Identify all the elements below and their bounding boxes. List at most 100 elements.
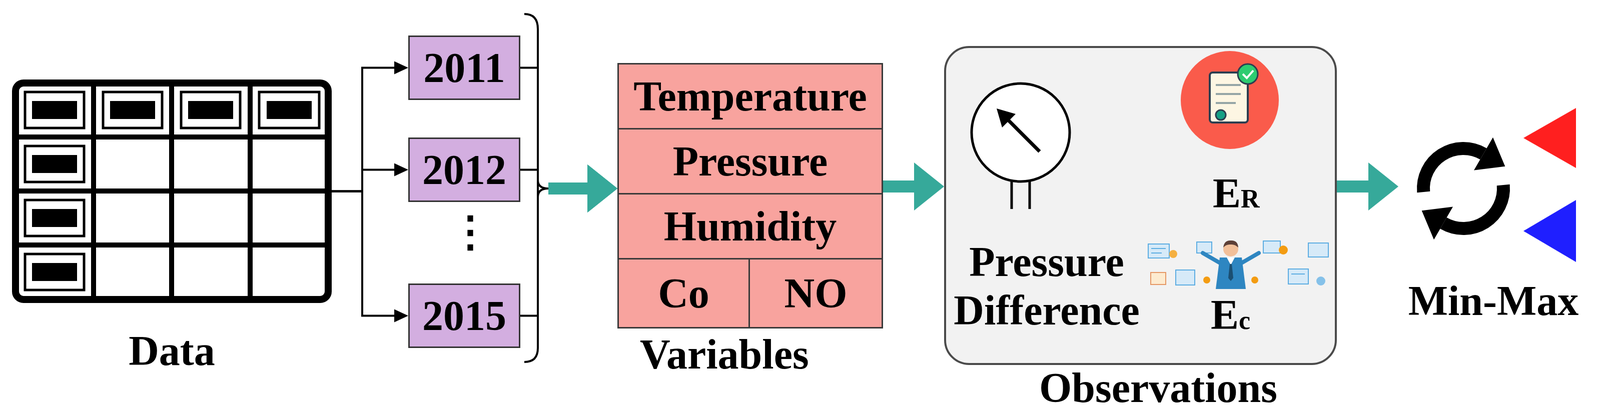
- node-heading: Observations: [1039, 367, 1278, 410]
- year-box: 2011: [408, 35, 521, 101]
- person-tie: [1228, 264, 1234, 282]
- sync-arrowhead: [1473, 137, 1505, 171]
- flow-arrow-shaft: [548, 182, 589, 195]
- connector-line: [331, 68, 403, 192]
- connector-head: [394, 309, 409, 323]
- variable-label: Temperature: [628, 75, 873, 118]
- small-icon: [1148, 244, 1170, 259]
- sync-arc: [1423, 148, 1484, 193]
- small-icon: [1263, 241, 1281, 254]
- table-rule: [15, 134, 329, 140]
- small-dot: [1316, 276, 1326, 286]
- document-sheet: [1209, 72, 1248, 123]
- curly-brace: [524, 14, 549, 363]
- person-arm: [1239, 253, 1259, 265]
- ellipsis-mark: ⋮: [449, 211, 492, 254]
- flow-arrow: [520, 68, 618, 214]
- node-heading: Data: [12, 330, 332, 373]
- flow-arrow-head: [587, 164, 618, 213]
- document-line: [1215, 102, 1236, 105]
- min-triangle: [1523, 200, 1576, 263]
- connector-head: [394, 61, 409, 75]
- header-block: [188, 101, 234, 120]
- label-holder: ⋮: [449, 211, 480, 254]
- variable-label: NO: [779, 272, 853, 315]
- check-circle: [1237, 64, 1258, 85]
- gauge-stem: [1028, 179, 1032, 210]
- person-arm: [1202, 253, 1222, 265]
- analyst-illustration: [1148, 240, 1329, 290]
- flow-arrow-head: [1368, 162, 1399, 211]
- gauge-stem: [1010, 179, 1014, 210]
- variables-block: VariablesTemperaturePressureHumidityCoNO: [617, 63, 884, 329]
- flow-arrow: [520, 164, 618, 317]
- connector-line: [331, 191, 403, 317]
- variable-label: Pressure: [667, 140, 834, 183]
- year-label: 2015: [417, 295, 512, 338]
- brace-line: [520, 170, 538, 190]
- split-arrow: [331, 61, 409, 192]
- year-box: 2012: [408, 137, 521, 203]
- document-line: [1215, 84, 1241, 87]
- max-triangle: [1523, 108, 1576, 169]
- energy-symbol: ER: [1212, 172, 1260, 215]
- label-holder: Ec: [1210, 294, 1251, 337]
- gauge-label: Pressure Difference: [949, 238, 1145, 335]
- min-max-icon: Min-Max: [1398, 107, 1589, 278]
- connector-line: [331, 170, 403, 192]
- header-cell-frame: [259, 92, 320, 129]
- variable-cell: NO: [748, 258, 884, 329]
- flow-arrow-head: [914, 162, 945, 211]
- table-rule: [247, 83, 253, 300]
- check-mark: [1242, 70, 1254, 79]
- gauge-needle-head: [996, 108, 1016, 128]
- variable-row: Temperature: [617, 63, 884, 130]
- node-heading: Variables: [639, 333, 810, 376]
- person-head: [1223, 241, 1239, 257]
- sync-icon: [1421, 108, 1576, 263]
- pressure-gauge: [971, 83, 1070, 210]
- flow-arrow-shaft: [548, 182, 589, 195]
- brace-line: [520, 68, 538, 190]
- label-holder: ER: [1212, 172, 1260, 215]
- flow-arrow: [520, 164, 618, 213]
- variable-row: Humidity: [617, 193, 884, 260]
- brace-line: [520, 188, 538, 317]
- table-rule: [169, 83, 175, 300]
- variable-row: Pressure: [617, 128, 884, 195]
- small-icon-line: [1151, 248, 1166, 250]
- data-table: Data: [12, 79, 332, 304]
- sync-arrowhead: [1421, 206, 1453, 240]
- variable-label: Humidity: [658, 205, 842, 248]
- variable-cell: Co: [617, 258, 750, 329]
- badge-circle: [1180, 51, 1279, 150]
- flow-arrow: [1336, 162, 1399, 211]
- year-label: 2011: [418, 47, 510, 90]
- node-heading: Min-Max: [1398, 280, 1589, 323]
- small-icon: [1150, 272, 1166, 285]
- table-rule: [91, 83, 97, 300]
- document-seal: [1215, 110, 1226, 121]
- observations-panel: ObservationsPressure Difference: [944, 46, 1337, 366]
- flow-arrow-head: [587, 164, 618, 213]
- flow-arrow-shaft: [548, 182, 589, 195]
- small-dot: [1251, 276, 1259, 284]
- year-box: 2015: [408, 283, 521, 349]
- split-arrow: [331, 163, 409, 192]
- flow-arrow-shaft: [1336, 180, 1370, 193]
- row-block: [32, 209, 78, 228]
- small-icon: [1308, 243, 1329, 258]
- row-block: [32, 263, 78, 282]
- year-label: 2012: [417, 149, 512, 192]
- pressure-gauge-node: Pressure Difference: [949, 78, 1145, 359]
- header-cell-frame: [103, 92, 163, 129]
- split-arrow: [331, 191, 409, 323]
- header-cell-frame: [25, 92, 85, 129]
- connector-head: [394, 163, 409, 177]
- sync-arc: [1443, 185, 1504, 229]
- header-cell-frame: [181, 92, 241, 129]
- table-rule: [15, 242, 329, 248]
- variable-label: Co: [652, 272, 715, 315]
- small-icon: [1175, 270, 1195, 286]
